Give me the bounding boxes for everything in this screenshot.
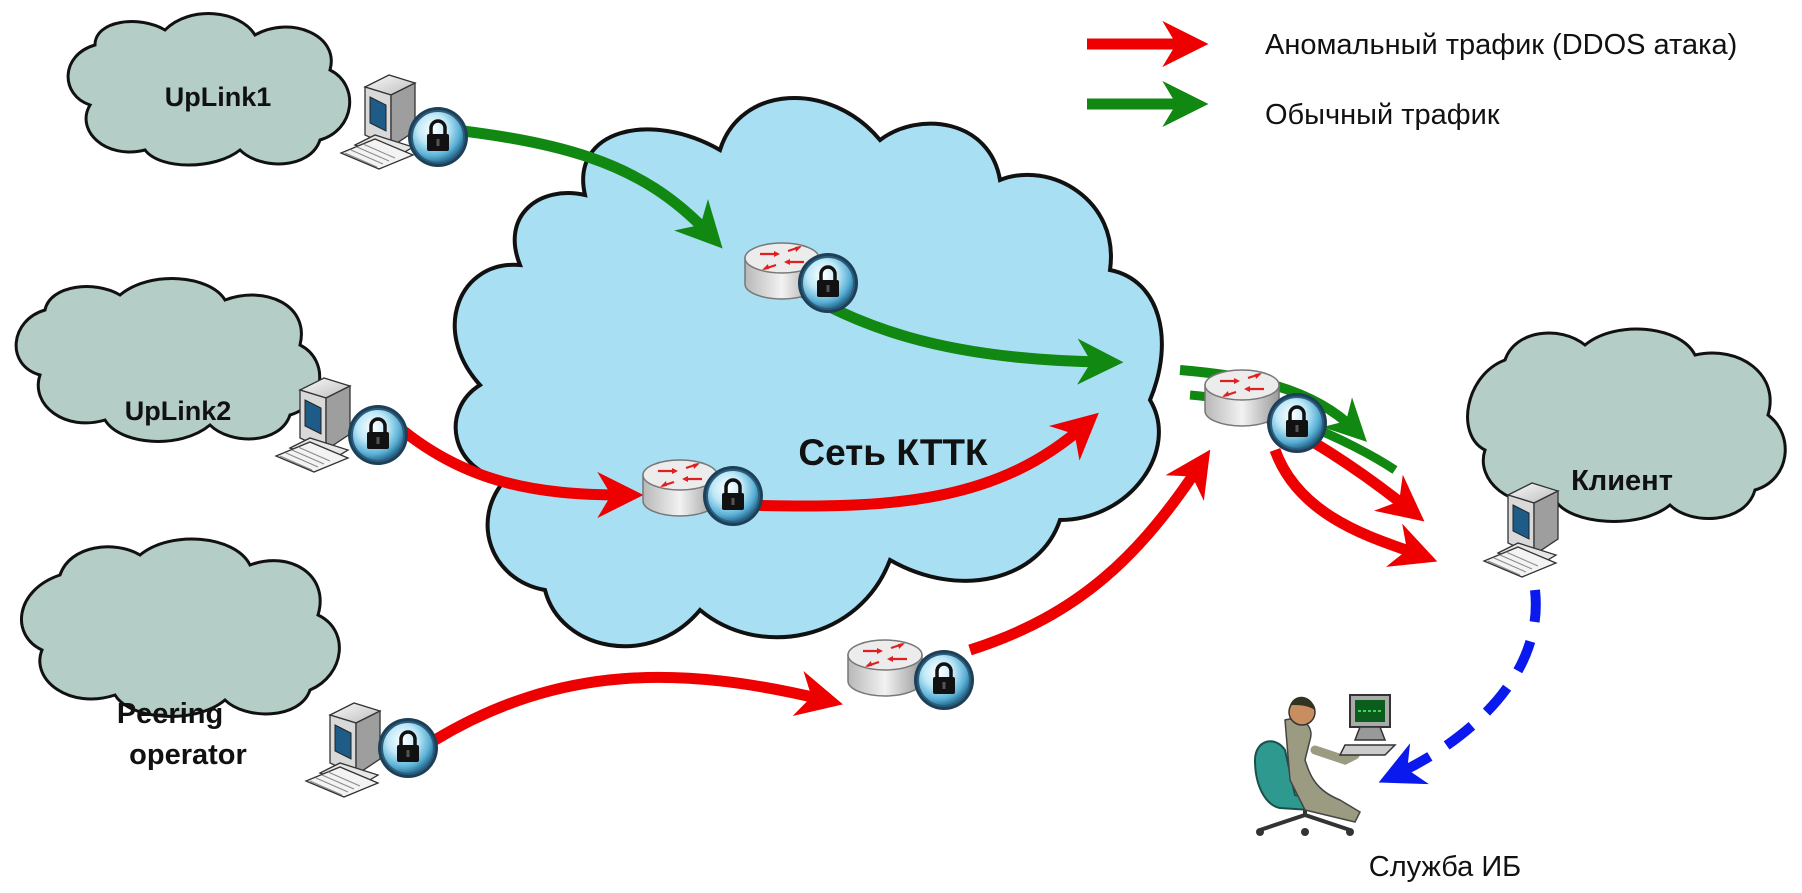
ddos-traffic-peering-to-router3: [432, 671, 843, 745]
lock-icon: [912, 648, 976, 712]
cloud-uplink2: [14, 277, 322, 443]
label-peering-line1: Peering: [117, 698, 223, 730]
alert-to-security-service: [1378, 589, 1541, 785]
workstation-icon: [1483, 482, 1559, 578]
legend-anomalous-label: Аномальный трафик (DDOS атака): [1265, 29, 1737, 61]
label-uplink1: UpLink1: [165, 82, 272, 112]
workstation-icon: [305, 702, 381, 798]
ddos-traffic-router3-to-hub: [968, 449, 1211, 656]
label-uplink2: UpLink2: [125, 396, 232, 426]
legend-normal-label: Обычный трафик: [1265, 99, 1500, 131]
ddos-traffic-uplink2-to-router2: [381, 410, 644, 519]
cloud-client: [1466, 327, 1787, 523]
label-client: Клиент: [1571, 465, 1673, 497]
security-operator-icon: [1253, 694, 1397, 836]
label-security-service: Служба ИБ: [1369, 851, 1521, 883]
lock-icon: [346, 403, 410, 467]
label-network: Сеть КТТК: [798, 432, 988, 473]
ddos-traffic-hub-to-client-2: [1269, 448, 1438, 567]
lock-icon: [701, 464, 765, 528]
ddos-traffic-router2-to-hub: [744, 412, 1099, 512]
workstation-icon: [340, 74, 416, 170]
network-cloud: [452, 96, 1164, 649]
lock-icon: [406, 105, 470, 169]
label-peering-line2: operator: [129, 739, 247, 771]
cloud-peering-operator: [19, 537, 341, 718]
lock-icon: [376, 716, 440, 780]
lock-icon: [1265, 391, 1329, 455]
lock-icon: [796, 251, 860, 315]
router-3: [846, 638, 924, 698]
cloud-uplink1: [66, 12, 352, 167]
